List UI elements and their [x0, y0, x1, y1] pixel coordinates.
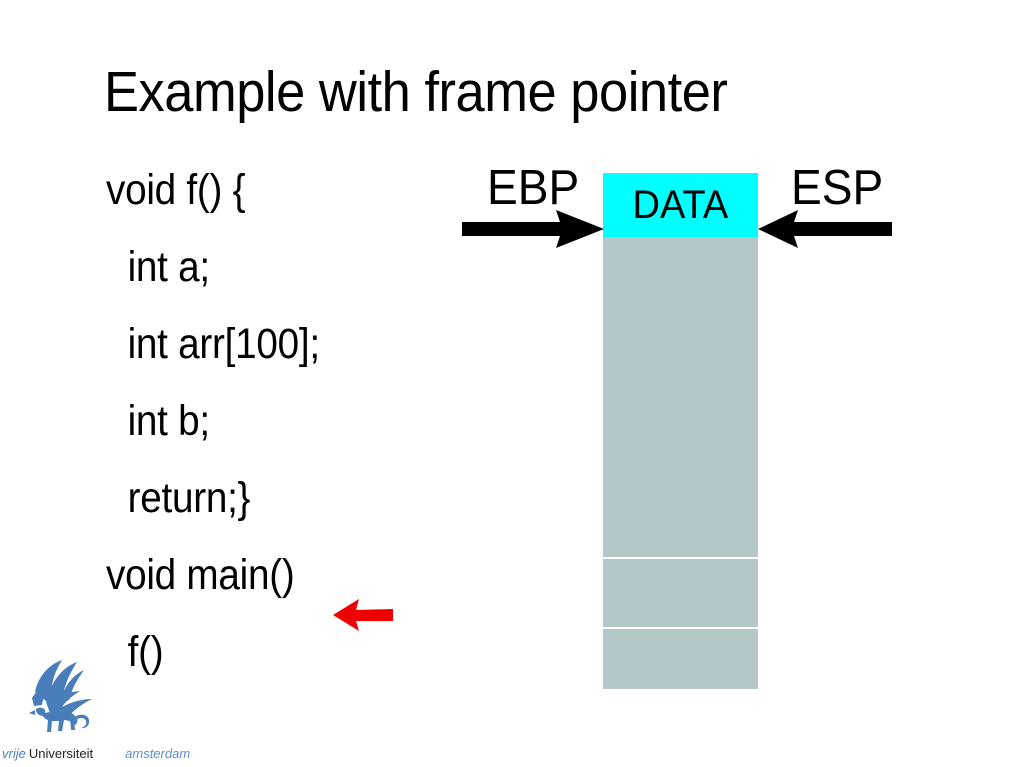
stack-diagram: DATA	[603, 173, 758, 689]
ebp-right-arrow-icon	[462, 210, 604, 248]
esp-left-arrow-icon	[758, 210, 892, 248]
code-line: void f() {	[106, 166, 246, 214]
esp-register-label: ESP	[791, 161, 884, 215]
code-block: void f() { int a; int arr[100]; int b; r…	[106, 152, 436, 691]
code-line: f()	[127, 628, 164, 676]
code-line: void main()	[106, 551, 295, 599]
stack-cell-empty	[603, 629, 758, 689]
vu-wordmark-amsterdam: amsterdam	[125, 746, 191, 761]
stack-cell-empty	[603, 237, 758, 557]
stack-cell-empty	[603, 559, 758, 627]
code-line: int b;	[127, 397, 211, 445]
vu-wordmark-vrije: vrije	[2, 746, 26, 761]
ebp-register-label: EBP	[487, 161, 580, 215]
vu-wordmark-universiteit: Universiteit	[28, 746, 94, 761]
griffin-logo-icon	[29, 660, 92, 732]
code-line: int a;	[127, 243, 211, 291]
stack-cell-data-label: DATA	[632, 182, 729, 227]
code-line: return;}	[127, 474, 251, 522]
page-title: Example with frame pointer	[104, 60, 728, 124]
red-left-arrow-icon	[333, 599, 393, 631]
code-line: int arr[100];	[127, 320, 321, 368]
stack-cell-data: DATA	[603, 173, 758, 237]
